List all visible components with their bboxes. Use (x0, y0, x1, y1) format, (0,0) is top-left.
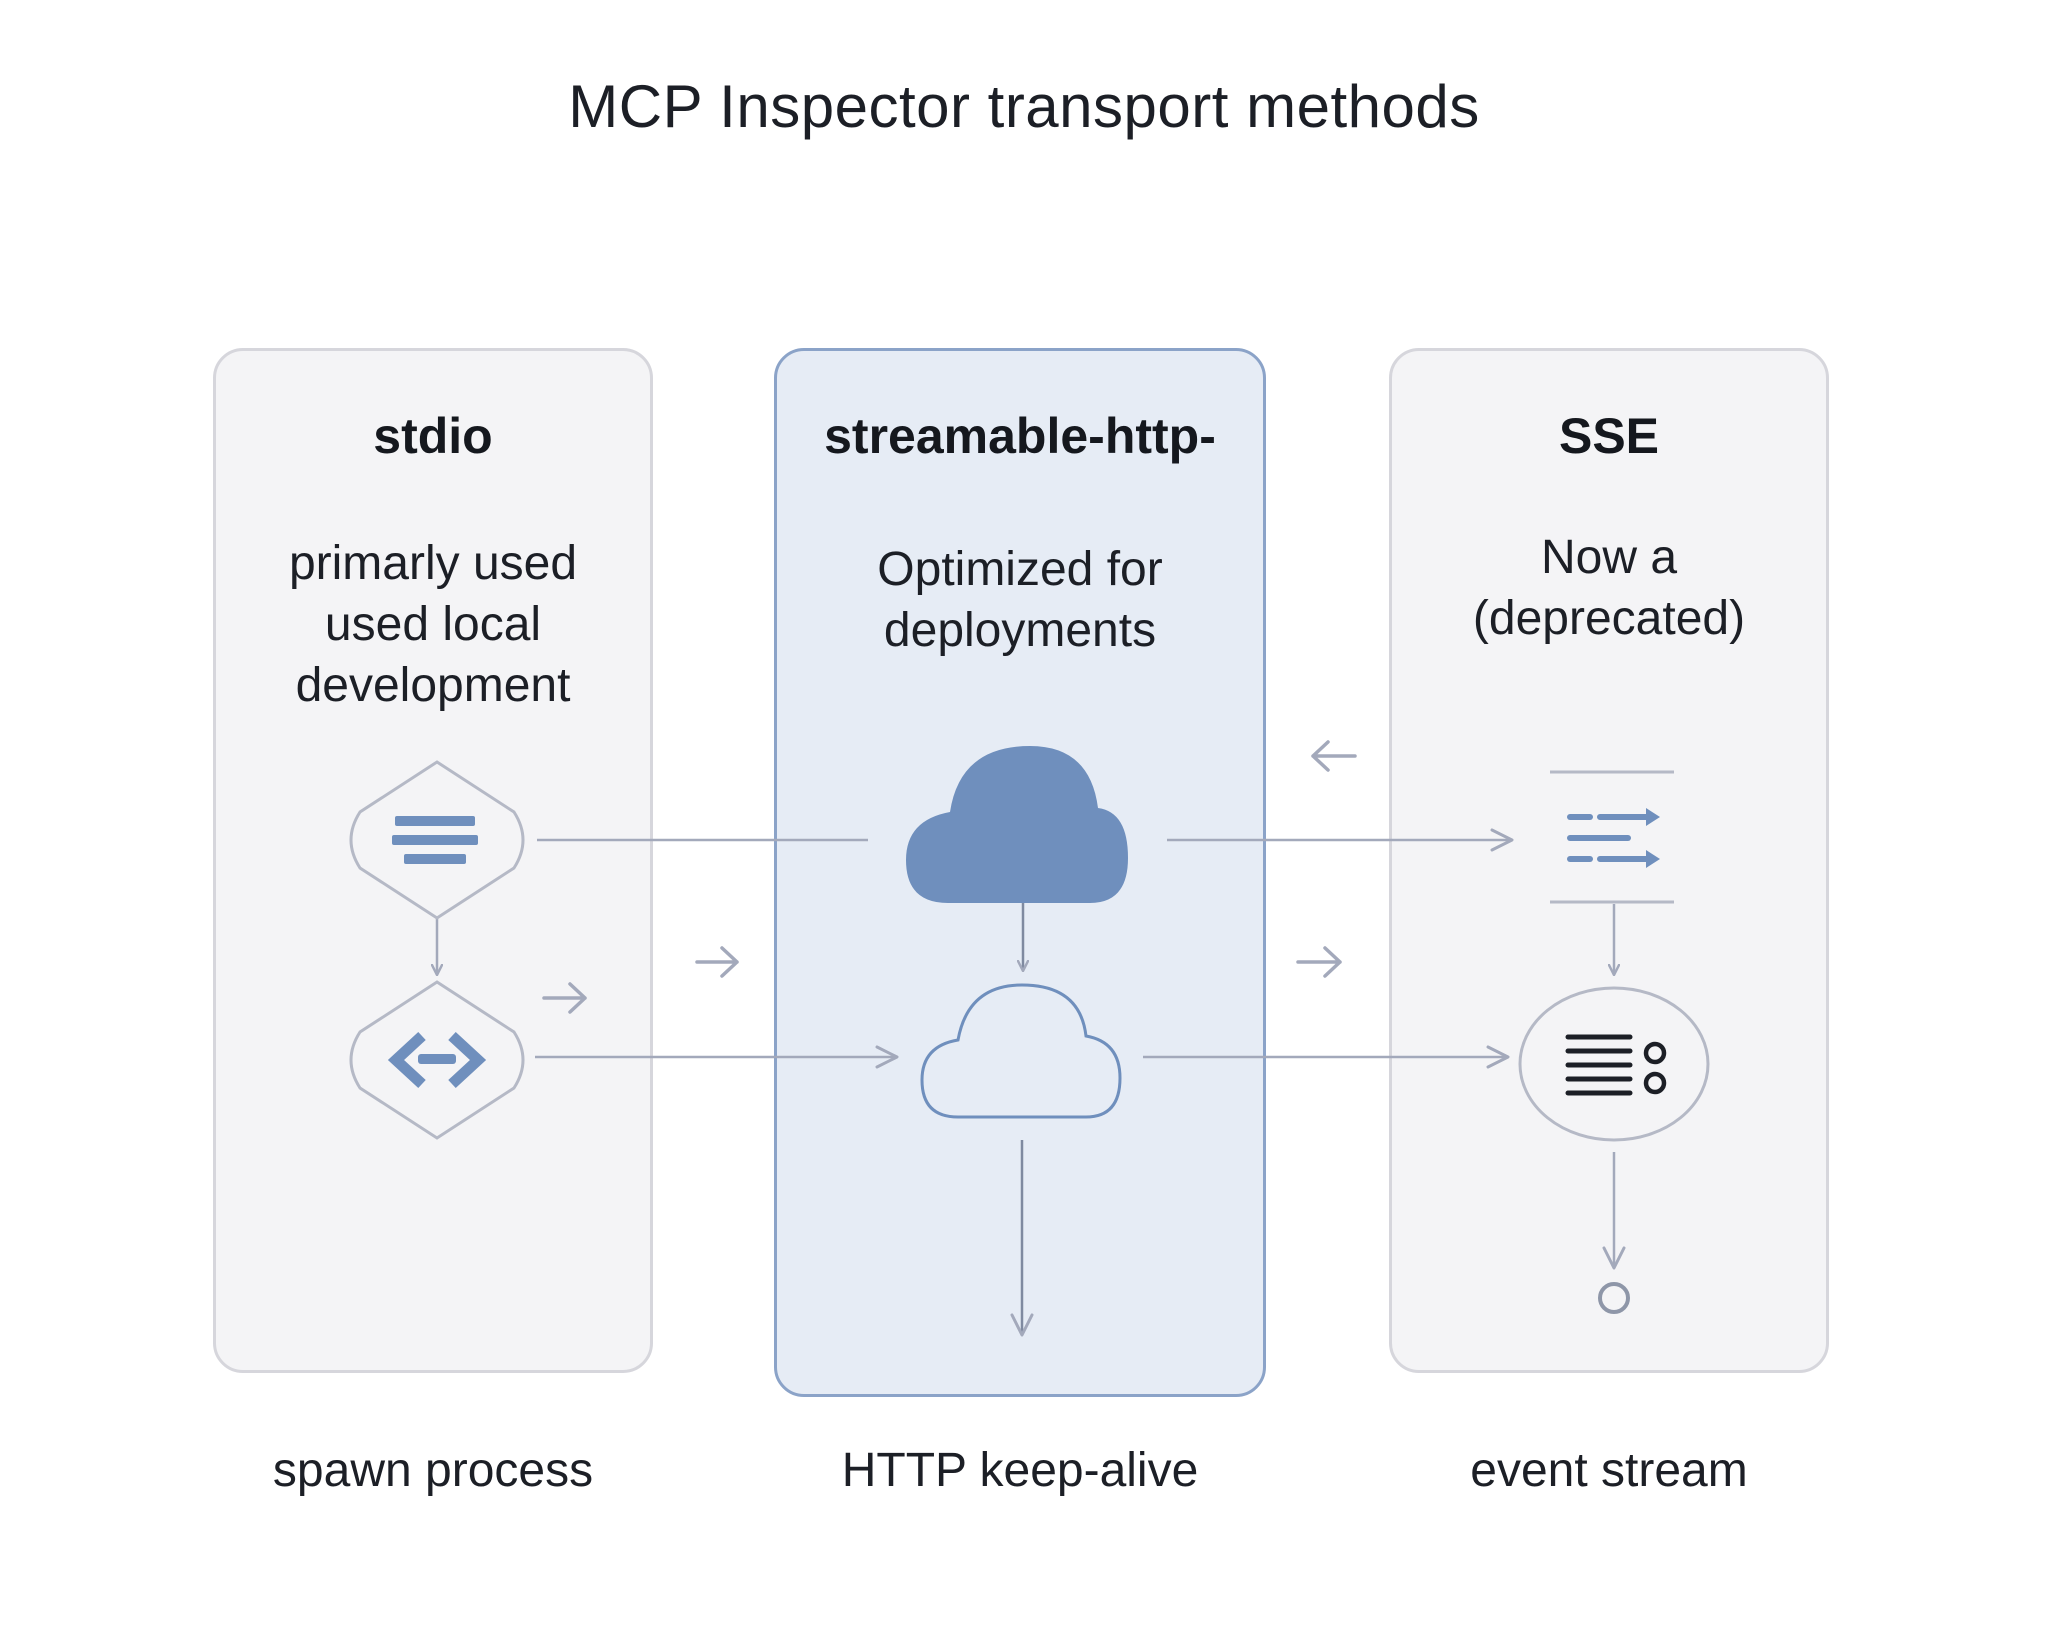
panel-description: Optimized for deployments (777, 539, 1263, 661)
direction-arrow-icon (1296, 946, 1342, 978)
caption-streamable-http: HTTP keep-alive (841, 1444, 1199, 1497)
code-link-icon (349, 980, 525, 1140)
panel-title: SSE (1558, 408, 1660, 464)
description-line: Optimized for (877, 543, 1163, 596)
direction-arrow-icon (695, 946, 739, 978)
panel-description: primarly used used local development (216, 533, 650, 716)
panel-title: streamable-http- (824, 408, 1216, 464)
description-line: Now a (1540, 531, 1678, 584)
caption-stdio: spawn process (272, 1444, 594, 1497)
description-line: (deprecated) (1472, 592, 1746, 645)
back-arrow-icon (1311, 740, 1357, 772)
description-line: deployments (883, 604, 1157, 657)
panel-sse: SSE Now a (deprecated) (1389, 348, 1829, 1373)
panel-streamable-http: streamable-http- Optimized for deploymen… (774, 348, 1266, 1397)
description-line: primarly used (288, 537, 578, 590)
panel-description: Now a (deprecated) (1392, 527, 1826, 649)
list-options-icon (1518, 986, 1710, 1142)
description-line: used local (324, 598, 542, 651)
stream-arrows-icon (1550, 770, 1674, 904)
panel-title: stdio (373, 408, 493, 464)
end-node-icon (1598, 1282, 1630, 1314)
diagram-title: MCP Inspector transport methods (568, 73, 1480, 140)
direction-arrow-icon (542, 982, 587, 1014)
cloud-filled-icon (906, 746, 1128, 903)
text-lines-icon (349, 760, 525, 920)
description-line: development (295, 659, 571, 712)
cloud-outline-icon (920, 983, 1122, 1119)
caption-sse: event stream (1470, 1444, 1748, 1497)
